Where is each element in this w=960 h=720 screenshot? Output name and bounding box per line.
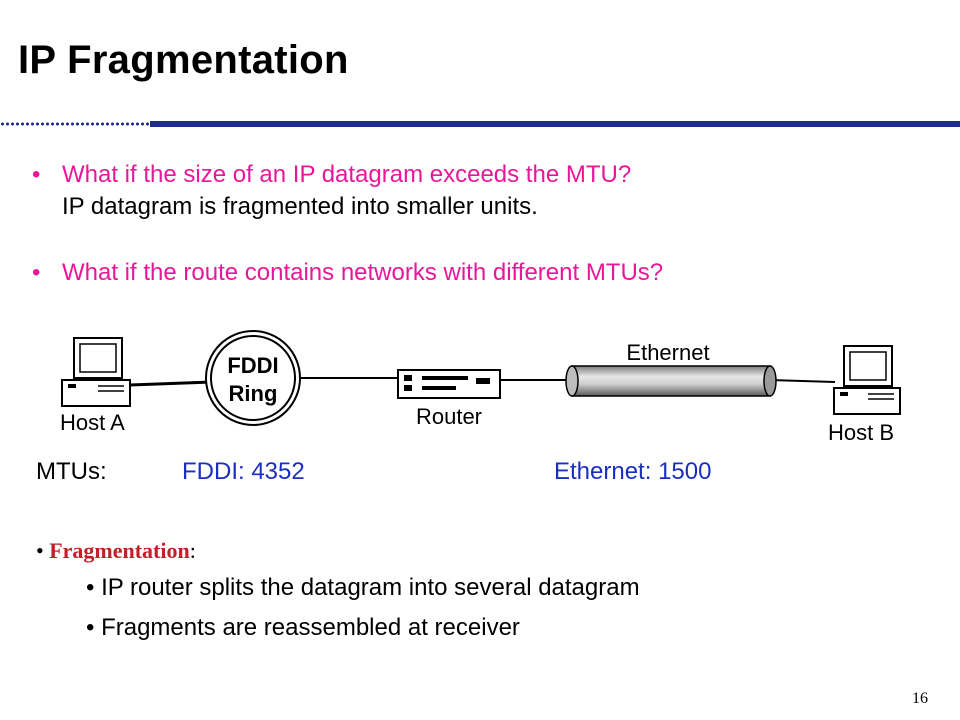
host-b-label: Host B	[828, 420, 894, 445]
computer-icon	[833, 345, 901, 415]
network-diagram: Host A FDDI Ring Router Ethernet	[60, 330, 901, 445]
title-rule-dotted	[0, 121, 150, 127]
heading-colon: :	[189, 538, 196, 563]
ring-icon	[205, 330, 301, 426]
fragmentation-title: Fragmentation	[49, 538, 190, 563]
fragmentation-heading: • Fragmentation:	[36, 538, 196, 564]
bullet-icon: •	[86, 614, 102, 641]
bullet-icon: •	[86, 574, 102, 601]
sub-bullet-text: IP router splits the datagram into sever…	[101, 574, 640, 601]
bullet-icon: •	[36, 538, 50, 563]
host-a-label: Host A	[60, 410, 125, 435]
ethernet-label: Ethernet	[626, 340, 709, 365]
computer-icon	[61, 337, 131, 407]
title-rule	[150, 121, 960, 127]
bullet-question: What if the route contains networks with…	[62, 259, 664, 286]
fddi-mtu: FDDI: 4352	[182, 458, 305, 485]
ring-label: Ring	[229, 381, 278, 406]
link-host-a-fddi	[129, 380, 213, 387]
sub-bullet-item: • IP router splits the datagram into sev…	[86, 574, 640, 602]
ethernet-mtu: Ethernet: 1500	[554, 458, 712, 485]
slide-title: IP Fragmentation	[18, 38, 349, 82]
router-icon	[397, 369, 501, 399]
sub-bullet-item: • Fragments are reassembled at receiver	[86, 614, 520, 642]
sub-bullet-text: Fragments are reassembled at receiver	[101, 614, 520, 641]
fddi-label: FDDI	[227, 353, 278, 378]
bullet-icon: •	[32, 259, 41, 286]
router-label: Router	[416, 404, 482, 429]
bullet-answer: IP datagram is fragmented into smaller u…	[62, 193, 538, 220]
page-number: 16	[912, 690, 928, 707]
bullet-question: What if the size of an IP datagram excee…	[62, 161, 632, 188]
cable-icon	[565, 365, 777, 397]
mtus-label: MTUs:	[36, 458, 107, 485]
bullet-icon: •	[32, 161, 41, 188]
link-ethernet-host-b	[769, 379, 836, 383]
